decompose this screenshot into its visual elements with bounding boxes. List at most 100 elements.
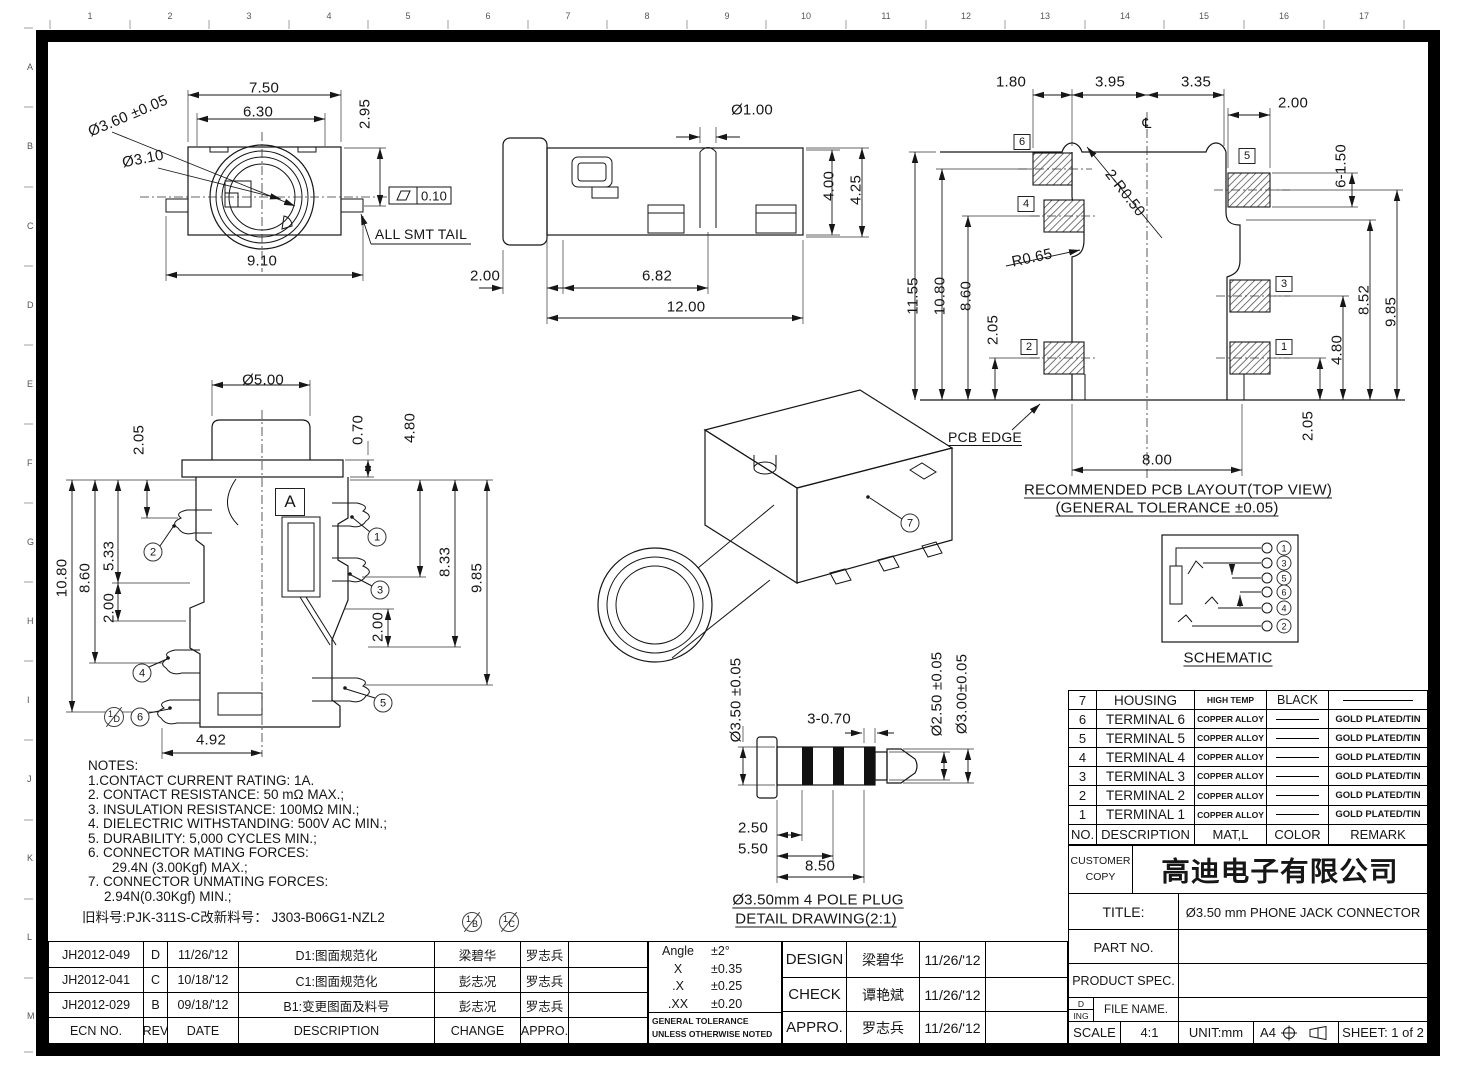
view-plug-detail [738,726,974,883]
balloon-housing-7: 7 [900,513,920,533]
bom-header-desc: DESCRIPTION [1097,824,1195,844]
tol-value: ±2° [711,943,730,958]
bom-remark: GOLD PLATED/TIN [1329,806,1427,825]
bom-desc: TERMINAL 3 [1097,767,1195,787]
rev-rev: C [144,968,168,993]
bom-mat: COPPER ALLOY [1195,786,1267,806]
part-no-label: PART NO. [1069,930,1179,964]
sheet-number: SHEET: 1 of 2 [1342,1025,1424,1040]
dim-label: 4.00 [820,171,838,201]
note-line: 6. CONNECTOR MATING FORCES: [88,845,309,860]
rev-header-desc: DESCRIPTION [239,1018,435,1043]
dim-label: 8.60 [76,563,94,593]
grid-row-label: C [27,221,34,231]
view-pcb-layout [909,89,1405,478]
grid-col-label: 12 [960,11,972,21]
bom-no: 1 [1069,805,1097,825]
pad-number: 4 [1017,196,1035,212]
bom-remark: GOLD PLATED/TIN [1329,786,1427,806]
dim-label: 12.00 [666,298,706,316]
note-line: 5. DURABILITY: 5,000 CYCLES MIN.; [88,831,317,846]
scale-label: SCALE [1069,1022,1121,1043]
rev-ecn: JH2012-049 [49,942,144,968]
rev-change: 彭志况 [435,968,521,993]
grid-row-label: F [27,458,33,468]
view-side [479,127,869,324]
bom-color-dash [1267,748,1329,768]
rev-appro: 罗志兵 [521,993,569,1018]
grid-row-label: A [27,62,34,72]
bom-header-remark: REMARK [1350,826,1406,842]
grid-row-label: K [27,853,34,863]
product-spec-value [1179,964,1427,998]
dim-label: 10.80 [53,558,71,598]
pad-number: 6 [1013,134,1031,150]
tol-label: .XX [667,996,689,1011]
dim-label: 2.50 [738,819,768,837]
rev-date: 11/26/'12 [168,942,239,968]
rev-date: 09/18/'12 [168,993,239,1018]
grid-col-label: 9 [724,11,730,21]
bom-header-color: COLOR [1267,824,1329,844]
tol-label: X [673,961,683,976]
grid-col-label: 3 [246,11,252,21]
check-name: 谭艳斌 [847,978,920,1012]
balloon-terminal-3: 3 [370,580,390,600]
flatness-tolerance-label: 0.10 [420,188,448,204]
dim-label: 6.30 [243,103,273,121]
dim-label: 8.00 [1142,451,1172,469]
rev-ecn: JH2012-029 [49,993,144,1018]
bom-mat: COPPER ALLOY [1195,729,1267,749]
title-block: CUSTOMER COPY 高迪电子有限公司 TITLE: Ø3.50 mm P… [1068,845,1428,1044]
bom-header-mat: MAT,L [1195,824,1267,844]
bom-mat: HIGH TEMP [1195,691,1267,711]
rev-date: 10/18/'12 [168,968,239,993]
rev-header-ecn: ECN NO. [49,1018,144,1043]
appro-name: 罗志兵 [847,1012,920,1043]
grid-col-label: 14 [1119,11,1131,21]
bom-remark: GOLD PLATED/TIN [1329,729,1427,749]
bom-desc: TERMINAL 6 [1097,710,1195,730]
company-name: 高迪电子有限公司 [1161,857,1399,887]
grid-row-label: G [27,537,35,547]
schematic-pin-number: 3 [1276,555,1292,571]
view-front-section [66,380,493,759]
dim-label: 8.33 [436,547,454,577]
grid-row-label: M [27,1011,35,1021]
rev-extra [569,968,647,993]
dim-label: 4.92 [196,731,226,749]
bom-desc: TERMINAL 4 [1097,748,1195,768]
approval-block: DESIGN 梁碧华 11/26/'12 CHECK 谭艳斌 11/26/'12… [782,941,1068,1044]
bom-mat: COPPER ALLOY [1195,710,1267,730]
title-label: TITLE: [1069,894,1179,930]
dim-label: 2.00 [100,593,118,623]
rev-change: 梁碧华 [435,942,521,968]
rev-rev: B [144,993,168,1018]
dim-label: Ø3.50 ±0.05 [727,657,745,743]
dim-label: 11.55 [904,277,922,315]
balloon-terminal-1: 1 [367,527,387,547]
dim-label: 7.50 [249,79,279,97]
product-spec-label: PRODUCT SPEC. [1069,964,1179,998]
note-line: 7. CONNECTOR UNMATING FORCES: [88,874,329,889]
note-line: 2.94N(0.30Kgf) MIN.; [104,889,232,904]
grid-col-label: 2 [167,11,173,21]
bom-header-no: NO. [1069,824,1097,844]
schematic-pin-number: 5 [1276,570,1292,586]
rev-appro: 罗志兵 [521,968,569,993]
tol-value: ±0.25 [711,979,743,994]
dim-label: 5.33 [100,541,118,571]
dim-label: 9.85 [1382,297,1400,327]
dim-label: Ø5.00 [242,371,284,389]
bom-remark: GOLD PLATED/TIN [1329,767,1427,787]
pad-number: 2 [1020,339,1038,355]
schematic-pin-number: 4 [1276,600,1292,616]
grid-ruler-ticks [24,20,1405,1053]
grid-row-label: D [27,300,34,310]
drawing-border-frame [36,30,1440,1056]
grid-col-label: 11 [881,11,891,21]
appro-label: APPRO. [783,1012,847,1043]
scale-value: 4:1 [1121,1022,1179,1043]
bom-no: 6 [1069,710,1097,730]
dim-label: 9.85 [468,563,486,593]
